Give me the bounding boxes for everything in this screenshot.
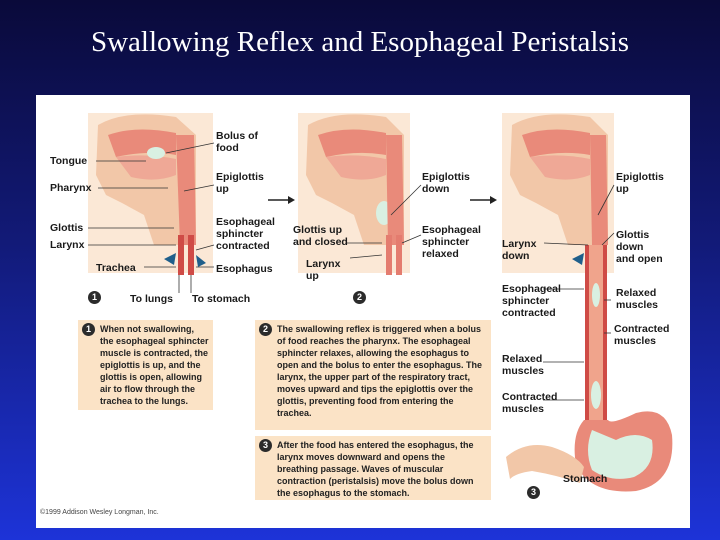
label-tongue: Tongue xyxy=(50,155,88,167)
label-trachea: Trachea xyxy=(96,262,136,274)
label-relaxed-muscles-right: Relaxed muscles xyxy=(616,287,659,311)
label-glottis-down-open: Glottis down and open xyxy=(616,229,663,265)
step2-text: The swallowing reflex is triggered when … xyxy=(277,324,483,418)
slide-title: Swallowing Reflex and Esophageal Perista… xyxy=(90,26,629,58)
label-bolus: Bolus of food xyxy=(216,130,258,154)
label-sphincter-contracted-3: Esophageal sphincter contracted xyxy=(502,283,561,319)
label-sphincter-contracted: Esophageal sphincter contracted xyxy=(216,216,275,252)
label-to-stomach: To stomach xyxy=(192,293,251,305)
panel2-head-illustration xyxy=(298,113,410,275)
panel-transition-arrows xyxy=(268,196,497,204)
airflow-arrows xyxy=(164,253,584,267)
label-to-lungs: To lungs xyxy=(130,293,173,305)
diagram-figure: Bolus of food Tongue Pharynx Epiglottis … xyxy=(36,95,690,528)
leader-lines xyxy=(88,142,615,401)
anatomy-illustration xyxy=(88,113,673,492)
copyright-notice: ©1999 Addison Wesley Longman, Inc. xyxy=(40,509,159,516)
step1-number-badge: 1 xyxy=(82,323,95,336)
step3-description: 3 After the food has entered the esophag… xyxy=(255,436,491,500)
step2-description: 2 The swallowing reflex is triggered whe… xyxy=(255,320,491,430)
label-epiglottis-up-3: Epiglottis up xyxy=(616,171,664,195)
step-number-2: 2 xyxy=(353,291,366,304)
label-relaxed-muscles-left: Relaxed muscles xyxy=(502,353,545,377)
step-number-3: 3 xyxy=(527,486,540,499)
panel3-head-illustration xyxy=(502,113,673,492)
label-larynx: Larynx xyxy=(50,239,85,251)
label-contracted-muscles-right: Contracted muscles xyxy=(614,323,670,347)
label-pharynx: Pharynx xyxy=(50,182,92,194)
step1-description: 1 When not swallowing, the esophageal sp… xyxy=(78,320,213,410)
label-epiglottis-down: Epiglottis down xyxy=(422,171,470,195)
label-esophagus: Esophagus xyxy=(216,263,273,275)
label-larynx-down: Larynx down xyxy=(502,238,537,262)
step-number-1: 1 xyxy=(88,291,101,304)
label-sphincter-relaxed: Esophageal sphincter relaxed xyxy=(422,224,481,260)
step2-number-badge: 2 xyxy=(259,323,272,336)
label-glottis-up-closed: Glottis up and closed xyxy=(293,224,348,248)
step3-text: After the food has entered the esophagus… xyxy=(277,440,474,498)
label-epiglottis-up: Epiglottis up xyxy=(216,171,264,195)
label-stomach: Stomach xyxy=(563,473,608,485)
step1-text: When not swallowing, the esophageal sphi… xyxy=(100,324,209,406)
label-contracted-muscles-left: Contracted muscles xyxy=(502,391,558,415)
label-larynx-up: Larynx up xyxy=(306,258,341,282)
label-glottis: Glottis xyxy=(50,222,84,234)
step3-number-badge: 3 xyxy=(259,439,272,452)
panel1-head-illustration xyxy=(88,113,213,275)
